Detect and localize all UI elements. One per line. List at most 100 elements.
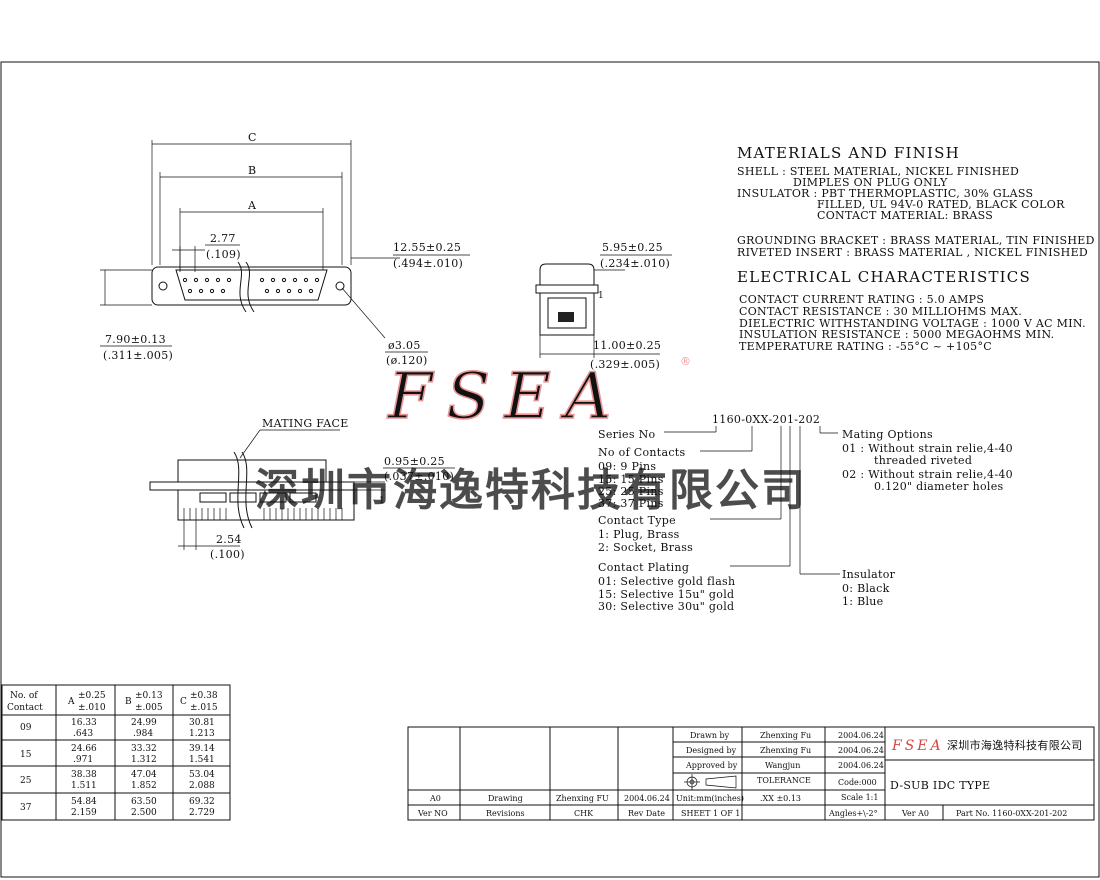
table-header: ±.015 <box>190 703 218 713</box>
drawn-label: Drawn by <box>690 731 730 740</box>
table-cell: 25 <box>20 776 32 786</box>
part-number: Part No. 1160-0XX-201-202 <box>956 809 1067 818</box>
designed-date: 2004.06.24 <box>838 746 884 755</box>
table-cell: 1.511 <box>71 781 97 791</box>
contacts-title: No of Contacts <box>598 446 686 459</box>
version-label: Ver A0 <box>901 809 929 818</box>
dim-bottom-pitch-in: (.100) <box>210 548 245 561</box>
rev-cell: A0 <box>429 794 441 803</box>
table-cell: 69.32 <box>189 797 215 807</box>
plating-option: 01: Selective gold flash <box>598 575 735 588</box>
materials-section: MATERIALS AND FINISH SHELL : STEEL MATER… <box>737 144 1094 259</box>
table-cell: 15 <box>20 750 32 760</box>
dim-side-depth-in: (.329±.005) <box>590 358 660 371</box>
table-cell: 39.14 <box>189 744 215 754</box>
plating-option: 15: Selective 15u" gold <box>598 588 734 601</box>
drawn-name: Zhenxing Fu <box>760 731 811 740</box>
table-cell: 53.04 <box>189 770 215 780</box>
sheet-border <box>0 61 1100 878</box>
electrical-line: CONTACT RESISTANCE : 30 MILLIOHMS MAX. <box>739 305 1022 318</box>
table-cell: 37 <box>20 803 32 813</box>
table-cell: 1.541 <box>189 755 215 765</box>
dim-height: 7.90±0.13 <box>105 333 166 346</box>
table-cell: 16.33 <box>71 718 97 728</box>
materials-line: RIVETED INSERT : BRASS MATERIAL , NICKEL… <box>737 246 1088 259</box>
table-cell: 54.84 <box>71 797 97 807</box>
table-cell: 33.32 <box>131 744 157 754</box>
contacts-option: 25: 25 Pins <box>598 485 664 498</box>
table-row: 37 54.84 2.159 63.50 2.500 69.32 2.729 <box>20 797 215 818</box>
code-value: Code:000 <box>838 778 877 787</box>
rev-header: CHK <box>574 809 594 818</box>
type-option: 2: Socket, Brass <box>598 541 693 554</box>
drawing-title: D-SUB IDC TYPE <box>890 779 990 792</box>
dim-hole-in: (ø.120) <box>386 354 428 367</box>
dim-bottom-pitch: 2.54 <box>216 533 242 546</box>
table-row: 25 38.38 1.511 47.04 1.852 53.04 2.088 <box>20 770 215 791</box>
dim-side-top: 5.95±0.25 <box>602 241 663 254</box>
electrical-heading: ELECTRICAL CHARACTERISTICS <box>737 268 1031 286</box>
table-cell: 1.312 <box>131 755 157 765</box>
materials-line: CONTACT MATERIAL: BRASS <box>817 209 993 222</box>
dim-side-depth: 11.00±0.25 <box>593 339 661 352</box>
contacts-option: 09: 9 Pins <box>598 460 656 473</box>
electrical-line: CONTACT CURRENT RATING : 5.0 AMPS <box>739 293 984 306</box>
approved-date: 2004.06.24 <box>838 761 884 770</box>
electrical-line: DIELECTRIC WITHSTANDING VOLTAGE : 1000 V… <box>739 317 1086 330</box>
table-cell: 38.38 <box>71 770 97 780</box>
table-cell: 2.088 <box>189 781 215 791</box>
designed-name: Zhenxing Fu <box>760 746 811 755</box>
table-cell: 30.81 <box>189 718 215 728</box>
tolerance-label: TOLERANCE <box>757 776 811 785</box>
dimension-table: No. of Contact A ±0.25 ±.010 B ±0.13 ±.0… <box>1 684 231 821</box>
scale-value: Scale 1:1 <box>841 793 878 802</box>
dim-pitch: 2.77 <box>210 232 236 245</box>
tolerance-value: .XX ±0.13 <box>760 794 801 803</box>
mating-option: 02 : Without strain relie,4-40 <box>842 468 1013 481</box>
rev-cell: Zhenxing FU <box>556 794 609 803</box>
table-header: ±0.13 <box>135 691 163 701</box>
dim-hole: ø3.05 <box>388 339 421 352</box>
table-header: ±.010 <box>78 703 106 713</box>
table-cell: 2.500 <box>131 808 157 818</box>
table-row: 09 16.33 .643 24.99 .984 30.81 1.213 <box>20 718 215 739</box>
type-option: 1: Plug, Brass <box>598 528 680 541</box>
table-header: ±0.25 <box>78 691 106 701</box>
designed-label: Designed by <box>686 746 737 755</box>
table-header: ±0.38 <box>190 691 218 701</box>
approved-label: Approved by <box>685 761 738 770</box>
dim-pitch-in: (.109) <box>206 248 241 261</box>
table-cell: 2.729 <box>189 808 215 818</box>
title-block: Drawn by Zhenxing Fu 2004.06.24 Designed… <box>407 726 1095 821</box>
table-cell: 47.04 <box>131 770 157 780</box>
dim-flange: 12.55±0.25 <box>393 241 461 254</box>
contacts-option: 15: 15 Pins <box>598 473 664 486</box>
rev-cell: Drawing <box>488 794 523 803</box>
insulator-title: Insulator <box>842 568 896 581</box>
dim-label-c: C <box>248 131 257 144</box>
table-cell: 24.99 <box>131 718 157 728</box>
watermark-brand: FSEA <box>387 360 625 434</box>
mating-option: threaded riveted <box>874 454 972 467</box>
table-cell: .971 <box>73 755 93 765</box>
table-header: B <box>125 697 132 707</box>
sheet-label: SHEET 1 OF 1 <box>681 809 740 818</box>
projection-symbol-icon <box>684 774 737 790</box>
rev-cell: 2004.06.24 <box>624 794 670 803</box>
units-label: Unit:mm(inches) <box>676 794 744 803</box>
table-header: A <box>67 697 75 707</box>
table-header: ±.005 <box>135 703 163 713</box>
title-brand-logo: FSEA <box>891 738 944 754</box>
rev-header: Rev Date <box>628 809 665 818</box>
mating-face-label: MATING FACE <box>262 417 349 430</box>
materials-line: DIMPLES ON PLUG ONLY <box>793 176 948 189</box>
table-cell: 2.159 <box>71 808 97 818</box>
angles-value: Angles+\-2° <box>828 809 878 818</box>
table-cell: 1.213 <box>189 729 215 739</box>
electrical-line: TEMPERATURE RATING : -55°C ~ +105°C <box>739 340 992 353</box>
materials-line: INSULATOR : PBT THERMOPLASTIC, 30% GLASS <box>737 187 1033 200</box>
table-cell: 63.50 <box>131 797 157 807</box>
table-row: 15 24.66 .971 33.32 1.312 39.14 1.541 <box>20 744 215 765</box>
part-code: 1160-0XX-201-202 <box>712 413 820 426</box>
